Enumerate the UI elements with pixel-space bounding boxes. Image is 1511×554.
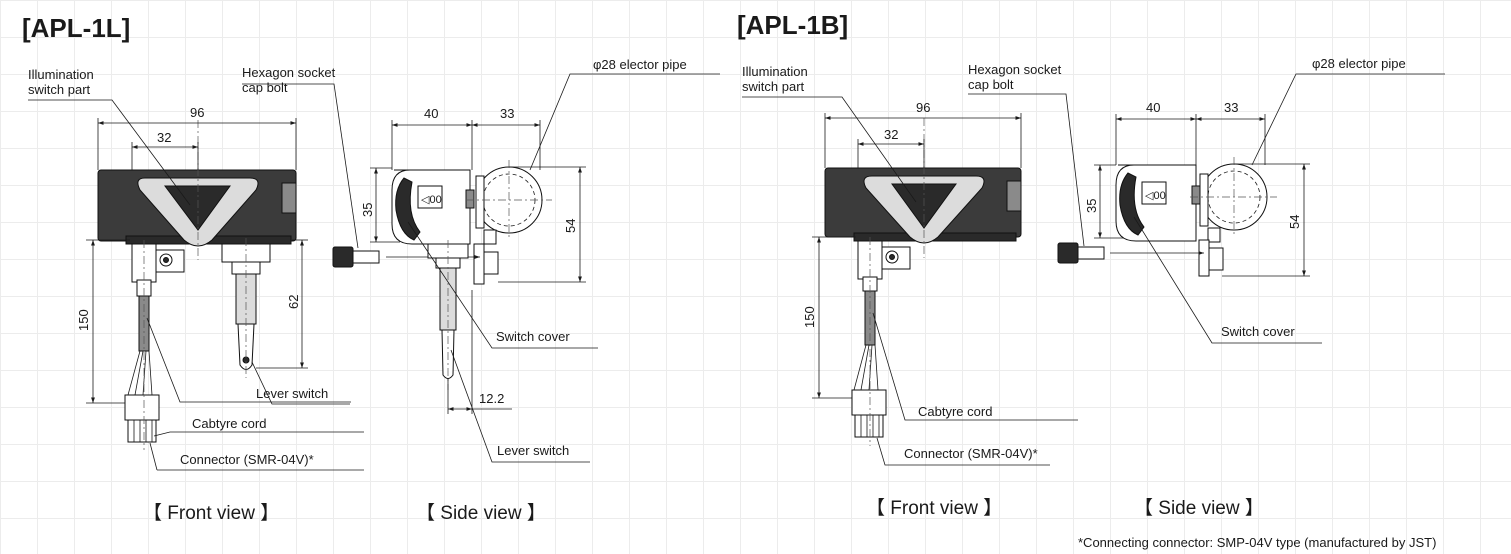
- label-hex-bolt-line2: cap bolt: [242, 80, 288, 95]
- label-illumination-line2: switch part: [28, 82, 91, 97]
- dim-width-32: 32: [157, 130, 171, 145]
- label-illumination-line2: switch part: [742, 79, 805, 94]
- leader-cabtyre: [146, 317, 351, 403]
- dim-side-33: 33: [500, 106, 514, 121]
- view-caption-front: 【 Front view 】: [866, 497, 1002, 519]
- clamp-foot: [1208, 247, 1224, 271]
- label-cabtyre-cord: Cabtyre cord: [918, 404, 992, 419]
- side-plug: [465, 189, 475, 209]
- label-hex-bolt-line1: Hexagon socket: [242, 65, 336, 80]
- label-lever-switch-side: Lever switch: [497, 443, 569, 458]
- front-view-drawing: 96 32 150: [742, 96, 1078, 466]
- leader-cabtyre: [872, 312, 1078, 421]
- side-view-drawing: ◁00 40 33 35: [968, 73, 1445, 344]
- label-connector: Connector (SMR-04V)*: [180, 452, 314, 467]
- dim-side-33: 33: [1224, 100, 1238, 115]
- model-title: [APL-1B]: [737, 10, 848, 40]
- label-switch-cover: Switch cover: [1221, 324, 1295, 339]
- hex-bolt-shank: [1077, 246, 1105, 260]
- side-view-drawing: ◁00 4: [242, 73, 720, 463]
- connector-housing: [851, 389, 887, 416]
- label-connector: Connector (SMR-04V)*: [904, 446, 1038, 461]
- leader-hex-bolt: [242, 83, 359, 249]
- leader-lever-side: [450, 349, 590, 463]
- dim-width-32: 32: [884, 127, 898, 142]
- leader-switch-cover: [407, 221, 598, 349]
- bracket-screw-head: [889, 254, 895, 260]
- leader-illumination: [28, 99, 191, 206]
- hex-bolt-head: [332, 246, 354, 268]
- label-hex-bolt-line2: cap bolt: [968, 77, 1014, 92]
- dim-height-35: 35: [360, 203, 375, 217]
- label-hex-bolt-line1: Hexagon socket: [968, 62, 1062, 77]
- view-caption-front: 【 Front view 】: [143, 502, 279, 524]
- leader-lever-front: [251, 361, 350, 405]
- cord-wires: [853, 344, 879, 391]
- dim-height-54: 54: [1287, 215, 1302, 229]
- bracket-screw-head: [163, 257, 169, 263]
- side-plug: [1191, 185, 1201, 205]
- triangle-lens-inner: [164, 185, 231, 231]
- label-lever-switch-front: Lever switch: [256, 386, 328, 401]
- label-pipe: φ28 elector pipe: [593, 57, 687, 72]
- dim-cord-150: 150: [76, 309, 91, 331]
- label-illumination-line1: Illumination: [742, 64, 808, 79]
- clamp-leg: [473, 243, 485, 285]
- side-plug: [281, 182, 297, 214]
- model-apl-1l: [APL-1L]: [22, 13, 720, 524]
- clamp-tab: [483, 229, 497, 245]
- side-lens: [395, 177, 421, 241]
- dim-height-35: 35: [1084, 199, 1099, 213]
- hex-bolt-shank: [352, 250, 380, 264]
- footnote: *Connecting connector: SMP-04V type (man…: [1078, 535, 1436, 550]
- view-caption-side: 【 Side view 】: [416, 502, 546, 524]
- side-badge: [417, 185, 443, 209]
- clamp-foot: [483, 251, 499, 275]
- clamp-leg: [1198, 239, 1210, 277]
- side-badge-mark: ◁00: [421, 194, 442, 206]
- connector-housing: [124, 394, 160, 421]
- label-switch-cover: Switch cover: [496, 329, 570, 344]
- leader-connector: [153, 431, 364, 437]
- dim-offset-12-2: 12.2: [479, 391, 504, 406]
- side-badge: [1141, 181, 1167, 205]
- leader-illumination: [742, 96, 917, 203]
- side-lens: [1119, 172, 1145, 236]
- hex-bolt-head: [1057, 242, 1079, 264]
- dim-lever-62: 62: [286, 295, 301, 309]
- side-plug: [1006, 180, 1022, 212]
- front-view-drawing: 96 32 150 62: [28, 99, 364, 450]
- dim-side-40: 40: [424, 106, 438, 121]
- label-cabtyre-cord: Cabtyre cord: [192, 416, 266, 431]
- clamp-plate: [475, 175, 485, 229]
- leader-connector: [876, 437, 1050, 466]
- leader-switch-cover: [1133, 216, 1322, 344]
- clamp-plate: [1199, 173, 1209, 227]
- dim-side-40: 40: [1146, 100, 1160, 115]
- model-title: [APL-1L]: [22, 13, 130, 43]
- dim-cord-150: 150: [802, 306, 817, 328]
- connector-body: [127, 419, 157, 443]
- dim-width-96: 96: [916, 100, 930, 115]
- view-caption-side: 【 Side view 】: [1134, 497, 1264, 519]
- label-illumination-line1: Illumination: [28, 67, 94, 82]
- dim-width-96: 96: [190, 105, 204, 120]
- connector-pins: [860, 415, 880, 437]
- cord-wires: [127, 350, 153, 396]
- label-pipe: φ28 elector pipe: [1312, 56, 1406, 71]
- leader-hex-bolt: [968, 93, 1085, 247]
- model-apl-1b: [APL-1B] 96: [737, 10, 1445, 519]
- leader-pipe: [529, 73, 720, 171]
- side-badge-mark: ◁00: [1145, 190, 1166, 202]
- clamp-tab: [1207, 227, 1221, 243]
- connector-pins: [133, 420, 153, 442]
- leader-connector-tip: [149, 442, 158, 471]
- connector-body: [854, 414, 884, 438]
- dim-height-54: 54: [563, 219, 578, 233]
- leader-pipe: [1251, 73, 1445, 166]
